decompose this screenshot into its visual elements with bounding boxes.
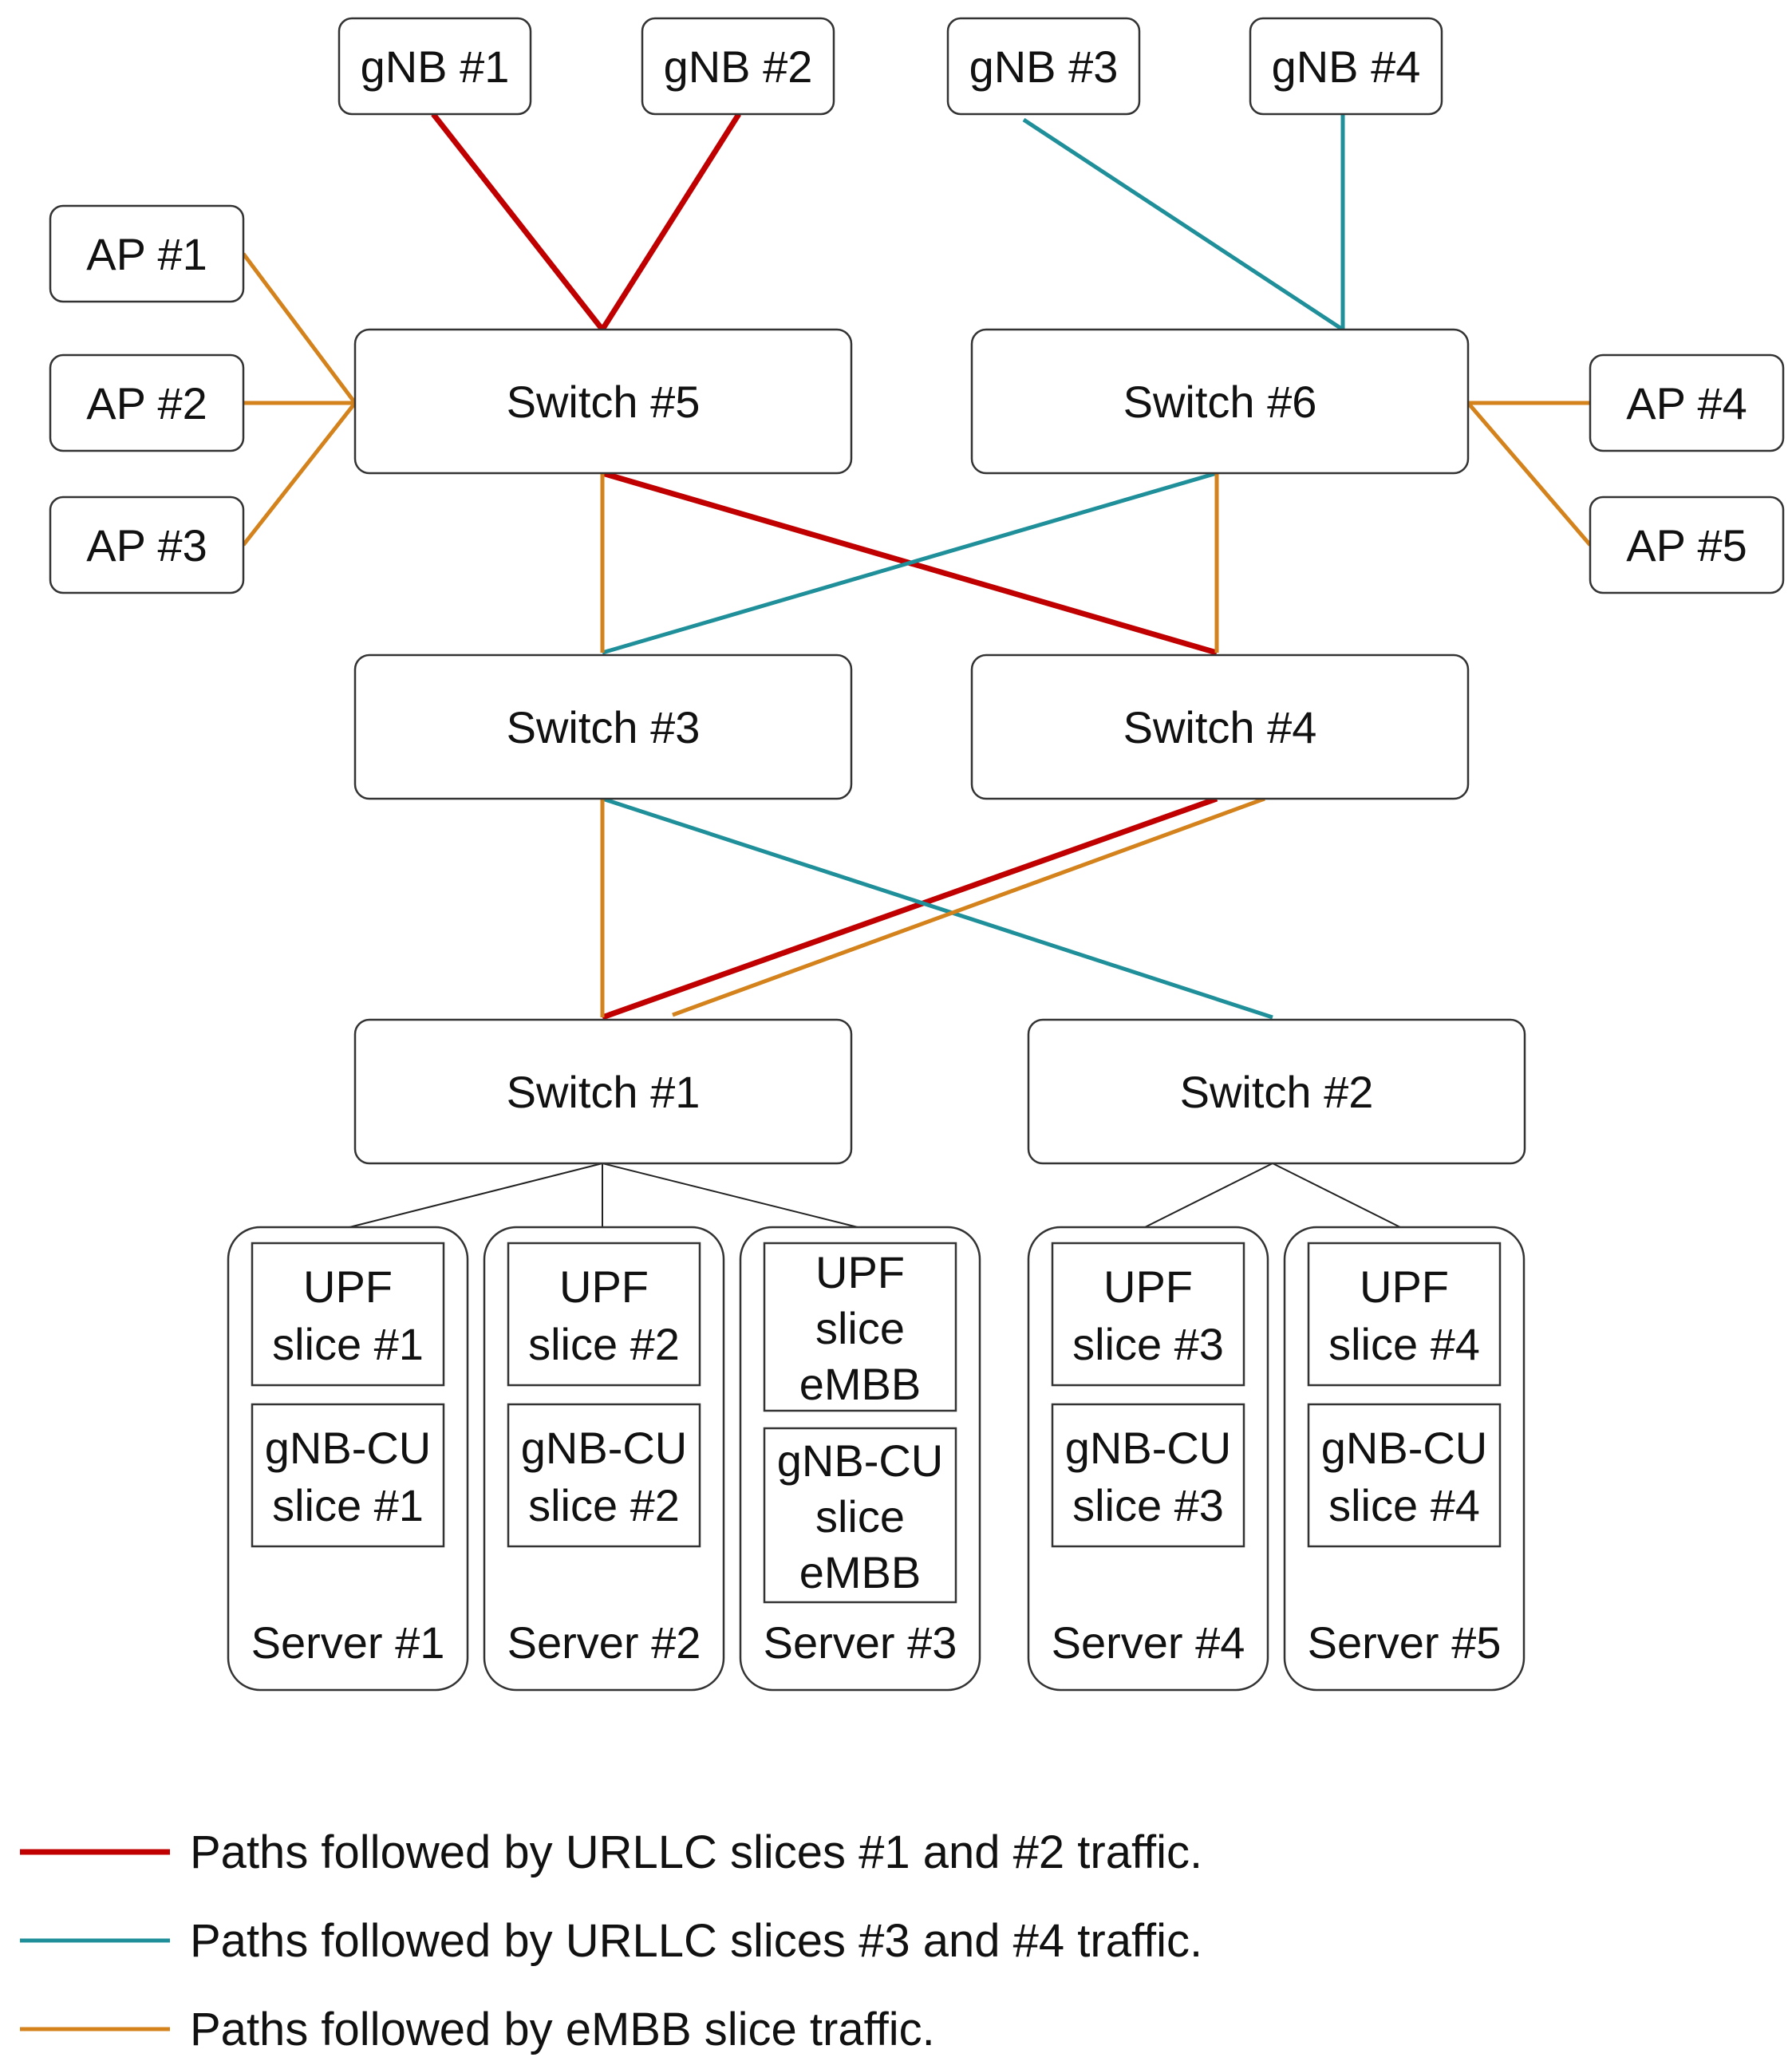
link-ap5-switch6: [1466, 401, 1592, 547]
server-1-cu-box: [251, 1403, 445, 1548]
gnb-4: gNB #4: [1249, 17, 1443, 116]
server-4-upf-line2: slice #3: [1072, 1319, 1224, 1369]
server-4-label: Server #4: [1052, 1617, 1245, 1668]
link-switch1-server3: [602, 1163, 859, 1228]
server-5-cu-line2: slice #4: [1328, 1480, 1480, 1530]
server-5-cu-line1: gNB-CU: [1321, 1423, 1487, 1473]
server-1-label: Server #1: [251, 1617, 445, 1668]
link-gnb2-switch5: [600, 113, 741, 331]
server-3-cu-line1: gNB-CU: [777, 1435, 943, 1486]
legend-item-embb: Paths followed by eMBB slice traffic.: [20, 2004, 935, 2055]
server-4-cu-line2: slice #3: [1072, 1480, 1224, 1530]
ap-1: AP #1: [49, 204, 245, 303]
link-switch2-server5: [1272, 1163, 1401, 1228]
server-4-upf-line1: UPF: [1103, 1262, 1193, 1312]
link-gnb1-switch5: [431, 112, 605, 332]
link-ap1-switch5: [241, 252, 357, 405]
server-2: UPF slice #2 gNB-CU slice #2 Server #2: [483, 1226, 725, 1692]
server-3-cu-box: [763, 1427, 957, 1604]
ap-2-label: AP #2: [86, 378, 207, 428]
link-switch1-server1: [349, 1163, 603, 1228]
link-switch6-switch3-teal: [602, 471, 1218, 655]
server-2-upf-box: [507, 1242, 701, 1387]
server-5-upf-line2: slice #4: [1328, 1319, 1480, 1369]
server-3-cu-line3: eMBB: [799, 1547, 922, 1597]
server-1-upf-line2: slice #1: [272, 1319, 424, 1369]
ap-3: AP #3: [49, 496, 245, 594]
switch-2: Switch #2: [1027, 1018, 1526, 1165]
urllc-3-4-links: [602, 114, 1345, 1020]
server-3-upf-line3: eMBB: [799, 1359, 922, 1409]
link-switch2-server4: [1144, 1163, 1273, 1228]
server-5-upf-line1: UPF: [1360, 1262, 1449, 1312]
switch-6-label: Switch #6: [1123, 377, 1317, 427]
legend-label-urllc-1-2: Paths followed by URLLC slices #1 and #2…: [190, 1826, 1202, 1878]
server-2-label: Server #2: [507, 1617, 701, 1668]
ap-3-label: AP #3: [86, 520, 207, 571]
server-5: UPF slice #4 gNB-CU slice #4 Server #5: [1283, 1226, 1526, 1692]
ap-5-label: AP #5: [1626, 520, 1747, 571]
server-2-upf-line2: slice #2: [528, 1319, 680, 1369]
gnb-1-label: gNB #1: [361, 41, 510, 92]
switch-3: Switch #3: [353, 653, 853, 800]
link-ap3-switch5: [242, 401, 357, 547]
switch-5-label: Switch #5: [507, 377, 701, 427]
server-5-upf-box: [1307, 1242, 1502, 1387]
switch-3-label: Switch #3: [507, 702, 701, 752]
server-3-label: Server #3: [764, 1617, 957, 1668]
switch-2-label: Switch #2: [1180, 1067, 1374, 1117]
switch-1-label: Switch #1: [507, 1067, 701, 1117]
server-3: UPF slice eMBB gNB-CU slice eMBB Server …: [739, 1226, 981, 1692]
link-switch3-switch2-teal: [602, 796, 1273, 1020]
gnb-2: gNB #2: [641, 17, 835, 116]
embb-links: [241, 252, 1592, 1017]
server-3-upf-line2: slice: [815, 1303, 905, 1353]
link-switch4-switch1-red: [601, 796, 1218, 1021]
switch-4: Switch #4: [970, 653, 1470, 800]
server-4-cu-line1: gNB-CU: [1065, 1423, 1231, 1473]
server-links: [349, 1163, 1401, 1228]
legend: Paths followed by URLLC slices #1 and #2…: [20, 1826, 1202, 2055]
server-1-upf-line1: UPF: [303, 1262, 393, 1312]
server-4: UPF slice #3 gNB-CU slice #3 Server #4: [1027, 1226, 1269, 1692]
gnb-3: gNB #3: [946, 17, 1141, 116]
legend-item-urllc-3-4: Paths followed by URLLC slices #3 and #4…: [20, 1915, 1202, 1967]
server-2-cu-box: [507, 1403, 701, 1548]
gnb-4-label: gNB #4: [1272, 41, 1421, 92]
server-3-upf-line1: UPF: [815, 1247, 905, 1297]
link-switch4-switch1-orange: [672, 796, 1265, 1017]
ap-2: AP #2: [49, 353, 245, 452]
legend-label-embb: Paths followed by eMBB slice traffic.: [190, 2004, 935, 2055]
urllc-1-2-links: [431, 112, 1218, 1021]
switch-1: Switch #1: [353, 1018, 853, 1165]
server-1-upf-box: [251, 1242, 445, 1387]
ap-4: AP #4: [1589, 353, 1785, 452]
server-5-label: Server #5: [1308, 1617, 1502, 1668]
gnb-1: gNB #1: [337, 17, 532, 116]
switch-6: Switch #6: [970, 328, 1470, 475]
server-1-cu-line1: gNB-CU: [265, 1423, 431, 1473]
ap-4-label: AP #4: [1626, 378, 1747, 428]
ap-5: AP #5: [1589, 496, 1785, 594]
gnb-2-label: gNB #2: [664, 41, 813, 92]
server-5-cu-box: [1307, 1403, 1502, 1548]
switch-4-label: Switch #4: [1123, 702, 1317, 752]
server-2-cu-line1: gNB-CU: [521, 1423, 687, 1473]
server-1-cu-line2: slice #1: [272, 1480, 424, 1530]
gnb-3-label: gNB #3: [969, 41, 1119, 92]
server-4-upf-box: [1051, 1242, 1245, 1387]
server-1: UPF slice #1 gNB-CU slice #1 Server #1: [227, 1226, 469, 1692]
link-gnb3-switch6: [1022, 117, 1344, 332]
server-3-upf-box: [763, 1242, 957, 1412]
legend-item-urllc-1-2: Paths followed by URLLC slices #1 and #2…: [20, 1826, 1202, 1878]
server-4-cu-box: [1051, 1403, 1245, 1548]
switch-5: Switch #5: [353, 328, 853, 475]
server-3-cu-line2: slice: [815, 1491, 905, 1542]
server-2-upf-line1: UPF: [559, 1262, 649, 1312]
server-2-cu-line2: slice #2: [528, 1480, 680, 1530]
legend-label-urllc-3-4: Paths followed by URLLC slices #3 and #4…: [190, 1915, 1202, 1967]
ap-1-label: AP #1: [86, 229, 207, 279]
